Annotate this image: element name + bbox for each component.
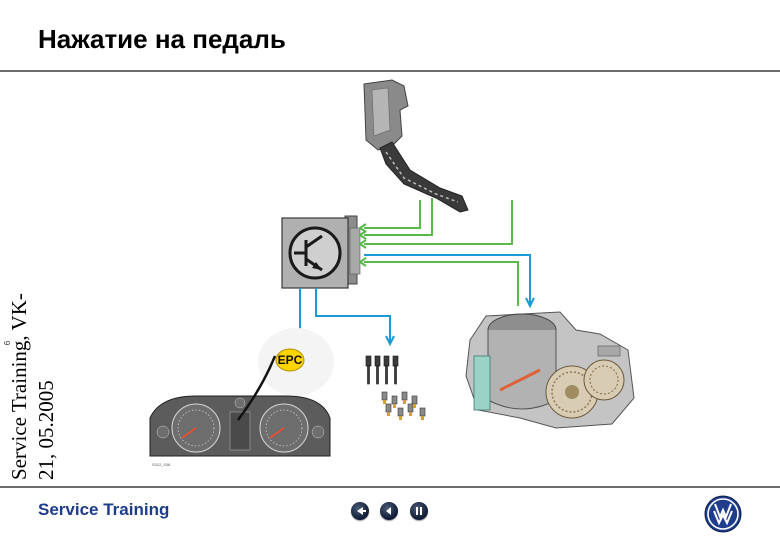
back-arrow-icon bbox=[386, 507, 391, 515]
vw-logo-icon bbox=[704, 495, 742, 533]
rewind-icon bbox=[357, 507, 366, 515]
rewind-button[interactable] bbox=[351, 502, 369, 520]
epc-warning-lamp: EPC bbox=[258, 328, 334, 396]
pause-button[interactable] bbox=[410, 502, 428, 520]
header-divider bbox=[0, 70, 780, 72]
footer-divider bbox=[0, 486, 780, 488]
throttle-body-icon bbox=[465, 311, 635, 429]
pedal-signal-wires bbox=[358, 198, 513, 249]
pause-icon bbox=[416, 507, 422, 515]
page-title: Нажатие на педаль bbox=[38, 24, 286, 54]
svg-text:S312_036: S312_036 bbox=[152, 462, 171, 467]
ecu-control-unit-icon bbox=[281, 215, 361, 289]
accelerator-pedal-icon bbox=[363, 79, 469, 213]
epc-label: EPC bbox=[278, 353, 303, 367]
footer-brand-label: Service Training bbox=[38, 500, 170, 519]
instrument-cluster-icon: S312_036 bbox=[149, 355, 331, 467]
throttle-feedback-wires bbox=[358, 254, 535, 309]
ignition-and-injector-icons bbox=[365, 355, 426, 420]
previous-slide-button[interactable] bbox=[380, 502, 398, 520]
